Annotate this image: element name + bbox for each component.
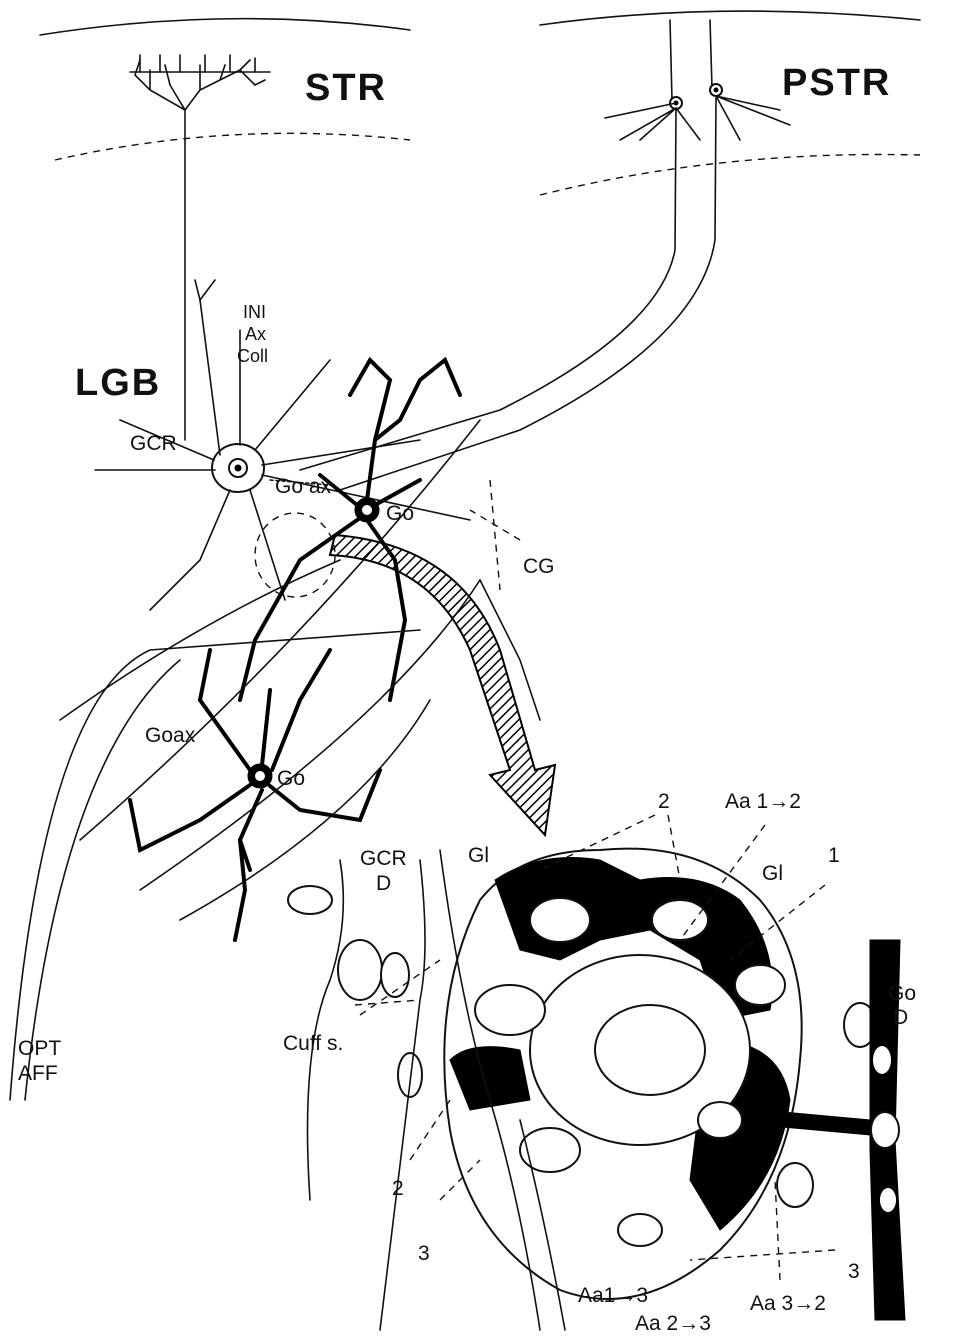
label-lgb: LGB (75, 362, 161, 404)
label-gl-left: Gl (468, 844, 489, 867)
label-3-left: 3 (418, 1242, 430, 1265)
label-gcr-d-2: D (376, 872, 391, 895)
label-gcr: GCR (130, 432, 177, 455)
label-opt: OPT (18, 1037, 61, 1060)
label-2-left: 2 (392, 1177, 404, 1200)
label-gl-right: Gl (762, 862, 783, 885)
glomerulus (288, 849, 876, 1330)
label-aa-1-2: Aa 1→2 (725, 790, 801, 813)
hatched-arrow (330, 535, 555, 835)
label-goax-lower: Goax (145, 724, 196, 747)
label-go-ax-upper: Go ax (275, 475, 332, 498)
label-ax: Ax (245, 324, 266, 344)
label-aff: AFF (18, 1062, 58, 1085)
label-cg: CG (523, 555, 555, 578)
label-gcr-d-1: GCR (360, 847, 407, 870)
label-aa-2-3: Aa 2→3 (635, 1312, 711, 1335)
label-coll: Coll (237, 346, 268, 366)
label-go-upper: Go (386, 502, 414, 525)
label-go-d-1: Go (888, 982, 916, 1005)
label-go-lower: Go (277, 767, 305, 790)
label-aa-3-2: Aa 3→2 (750, 1292, 826, 1315)
label-1: 1 (828, 844, 840, 867)
label-pstr: PSTR (782, 62, 891, 104)
label-cuffs: Cuff s. (283, 1032, 343, 1055)
label-2-top: 2 (658, 790, 670, 813)
zoom-region (255, 513, 335, 597)
label-ini: INI (243, 302, 266, 322)
label-go-d-2: D (893, 1006, 908, 1029)
golgi-cell-lower (130, 650, 380, 940)
label-3-right: 3 (848, 1260, 860, 1283)
label-str: STR (305, 67, 387, 109)
label-aa-1-3: Aa1→3 (578, 1284, 648, 1307)
